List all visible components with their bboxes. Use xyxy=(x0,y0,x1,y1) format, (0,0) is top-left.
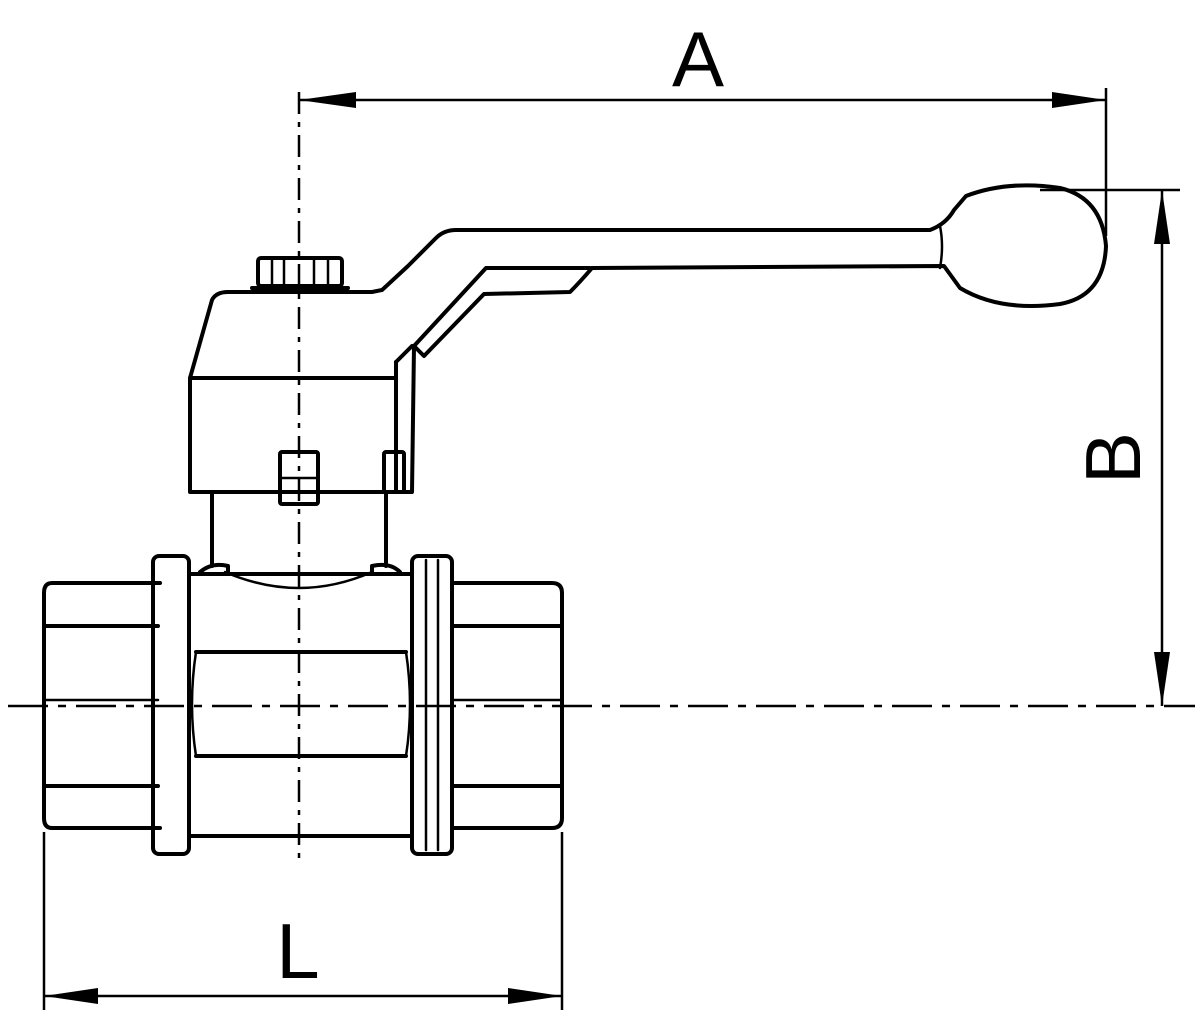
right-hex-end xyxy=(450,581,564,830)
left-hex-end xyxy=(42,581,162,830)
top-nut xyxy=(250,256,350,290)
right-flange xyxy=(410,554,454,856)
left-flange xyxy=(151,554,191,856)
handle-block xyxy=(188,183,1108,494)
dimension-a: A xyxy=(299,15,1108,236)
dimension-l: L xyxy=(42,832,564,1010)
dimension-l-label: L xyxy=(276,907,319,995)
valve-body xyxy=(42,554,564,856)
dimension-b: B xyxy=(1040,188,1180,706)
center-body xyxy=(187,562,414,838)
lower-bolt xyxy=(278,450,406,506)
dimension-b-label: B xyxy=(1069,432,1157,484)
dimension-a-label: A xyxy=(672,15,724,103)
stem-neck xyxy=(210,490,388,568)
